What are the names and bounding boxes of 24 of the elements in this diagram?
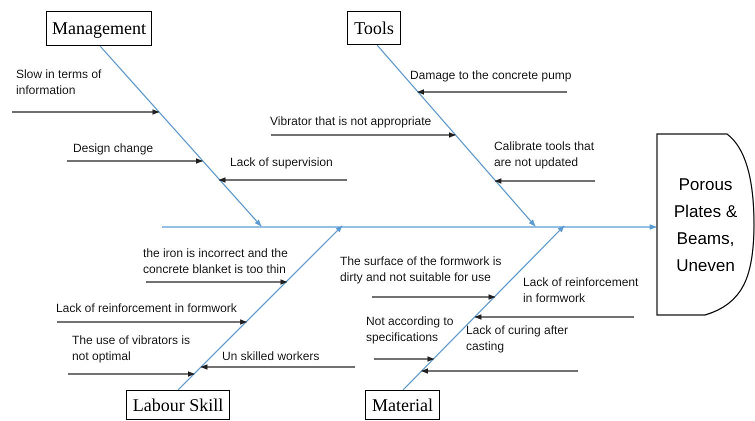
arrow <box>178 226 342 390</box>
category-box: Tools <box>347 11 401 45</box>
cause-label: Lack of reinforcement in formwork <box>56 300 237 316</box>
category-box: Management <box>46 11 152 46</box>
category-box: Material <box>365 390 440 420</box>
cause-label: Lack of curing after casting <box>466 322 570 354</box>
cause-label: Un skilled workers <box>222 348 320 364</box>
cause-label: the iron is incorrect and the concrete blanket is too thin <box>143 245 289 277</box>
cause-label: Slow in terms of information <box>16 66 102 98</box>
arrow <box>162 224 657 230</box>
arrow <box>402 226 564 390</box>
cause-label: Lack of reinforcement in formwork <box>523 274 640 306</box>
cause-label: Not according to specifications <box>366 313 454 345</box>
cause-label: The surface of the formwork is dirty and not suitable for use <box>340 253 502 285</box>
cause-label: Lack of supervision <box>230 154 333 170</box>
arrow <box>376 44 536 227</box>
arrow <box>100 46 262 227</box>
cause-label: Vibrator that is not appropriate <box>270 113 432 129</box>
effect-shape: Porous Plates & Beams, Uneven <box>656 133 755 316</box>
cause-label: Calibrate tools that are not updated <box>494 138 596 170</box>
category-box: Labour Skill <box>126 390 230 420</box>
cause-label: The use of vibrators is not optimal <box>72 332 192 364</box>
cause-label: Damage to the concrete pump <box>410 67 572 83</box>
cause-label: Design change <box>73 140 154 156</box>
